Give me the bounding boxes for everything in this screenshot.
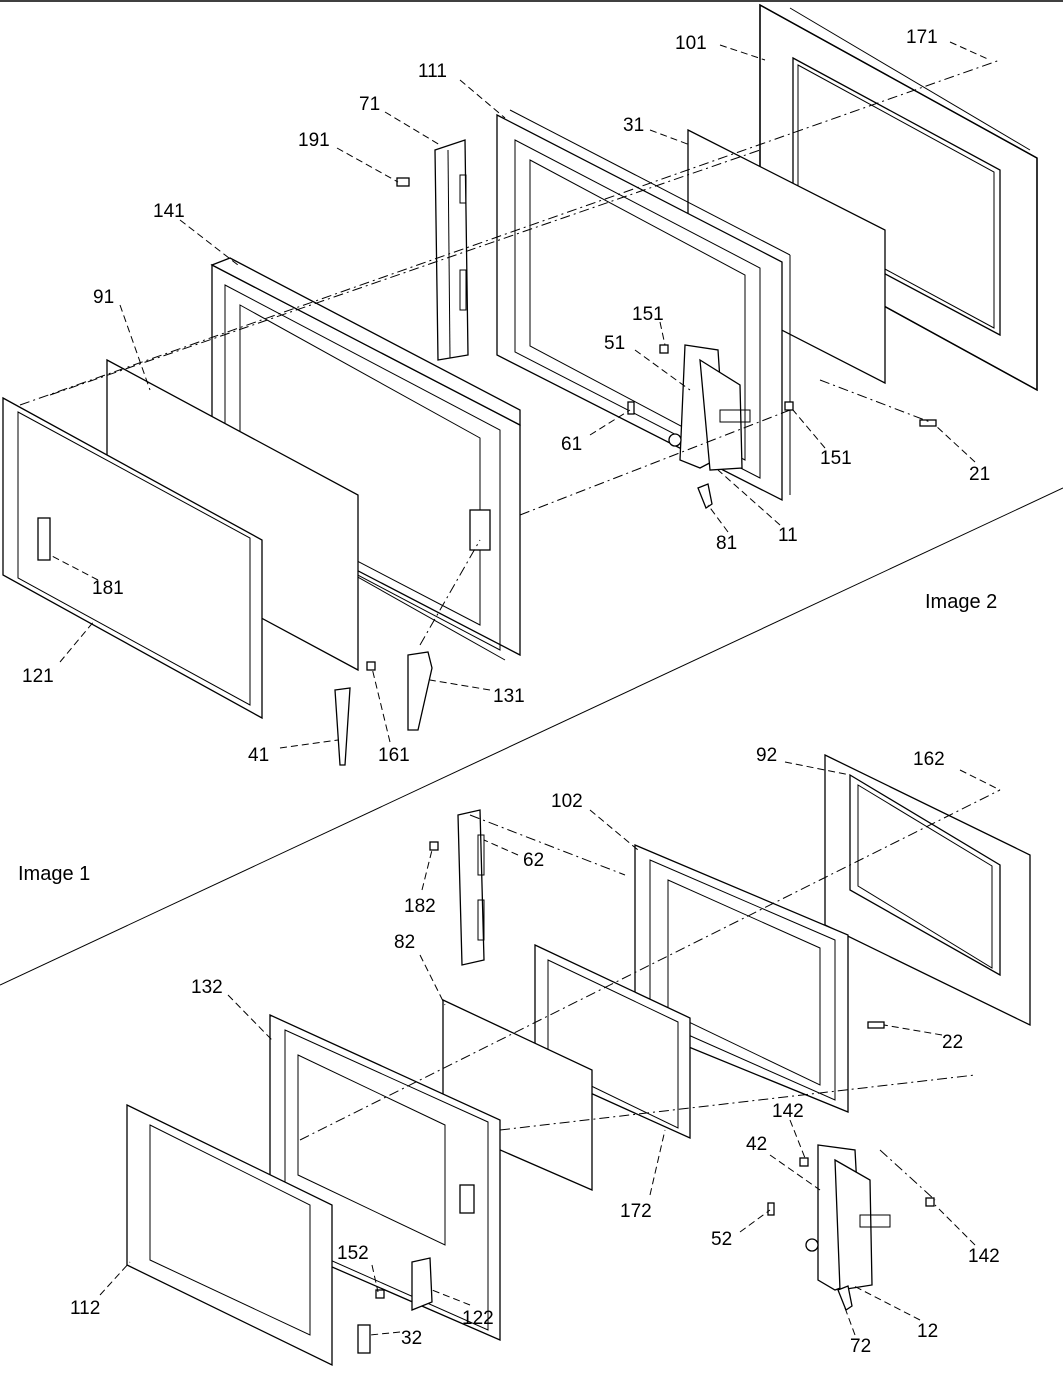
callout-labels: 101 171 111 71 191 31 141 91 151 51 61 1… <box>18 27 1000 1357</box>
part-12-latch-assembly <box>767 1021 935 1311</box>
callout-142-lower: 142 <box>968 1246 1000 1267</box>
callout-102: 102 <box>551 791 583 812</box>
callout-41: 41 <box>248 745 269 766</box>
callout-172: 172 <box>620 1201 652 1222</box>
part-131-bracket <box>407 651 433 731</box>
callout-152: 152 <box>337 1243 369 1264</box>
part-151-screw-b <box>784 401 794 411</box>
callout-141: 141 <box>153 201 185 222</box>
callout-112: 112 <box>70 1298 100 1319</box>
callout-61: 61 <box>561 434 582 455</box>
part-32-shim <box>357 1324 371 1354</box>
part-52-pin <box>767 1202 775 1216</box>
callout-leaders <box>49 41 1001 1336</box>
callout-171: 171 <box>906 27 938 48</box>
callout-32: 32 <box>401 1328 422 1349</box>
part-22-pin <box>867 1021 885 1029</box>
callout-51: 51 <box>604 333 625 354</box>
part-142-screw-a <box>799 1157 809 1167</box>
callout-142-upper: 142 <box>772 1101 804 1122</box>
part-181-clip <box>37 517 51 561</box>
callout-122: 122 <box>462 1308 494 1329</box>
image-separator-line <box>0 487 1063 986</box>
callout-151-upper: 151 <box>632 304 664 325</box>
part-152-screw <box>375 1289 385 1299</box>
part-101-outer-panel <box>759 3 1038 392</box>
callout-191: 191 <box>298 130 330 151</box>
caption-image-2: Image 2 <box>925 591 997 613</box>
callout-91: 91 <box>93 287 114 308</box>
image-1-assembly <box>126 753 1031 1367</box>
callout-131: 131 <box>493 686 525 707</box>
part-141-door-frame <box>210 257 521 661</box>
part-191-screw <box>396 177 410 187</box>
part-182-screw <box>429 841 439 851</box>
callout-132: 132 <box>191 977 223 998</box>
part-61-pin <box>627 401 635 415</box>
callout-92: 92 <box>756 745 777 766</box>
part-21-pin <box>919 419 937 427</box>
callout-111: 111 <box>418 61 447 82</box>
callout-31: 31 <box>623 115 644 136</box>
part-41-shim <box>334 687 351 766</box>
part-81-clip <box>697 483 713 509</box>
caption-image-1: Image 1 <box>18 863 90 885</box>
callout-162: 162 <box>913 749 945 770</box>
callout-181: 181 <box>92 578 124 599</box>
callout-11: 11 <box>778 525 798 546</box>
callout-182: 182 <box>404 896 436 917</box>
part-62-hinge-strip <box>429 809 485 966</box>
part-11-latch-assembly <box>627 344 937 509</box>
callout-52: 52 <box>711 1229 732 1250</box>
callout-62: 62 <box>523 850 544 871</box>
callout-81: 81 <box>716 533 737 554</box>
part-72-clip <box>837 1285 853 1311</box>
part-151-screw-a <box>659 344 669 354</box>
callout-21: 21 <box>969 464 990 485</box>
callout-121: 121 <box>22 666 54 687</box>
part-161-screw <box>366 661 376 671</box>
callout-12: 12 <box>917 1321 938 1342</box>
callout-72: 72 <box>850 1336 871 1357</box>
callout-22: 22 <box>942 1032 963 1053</box>
callout-71: 71 <box>359 94 380 115</box>
part-92-outer-panel <box>824 753 1031 1027</box>
part-82-glass <box>442 998 593 1191</box>
image-2-assembly <box>2 3 1038 766</box>
part-112-front-panel <box>126 1103 333 1367</box>
callout-42: 42 <box>746 1134 767 1155</box>
callout-101: 101 <box>675 33 707 54</box>
part-142-screw-b <box>925 1197 935 1207</box>
callout-161: 161 <box>378 745 410 766</box>
part-172-glass-frame <box>534 943 691 1140</box>
callout-151-lower: 151 <box>820 448 852 469</box>
part-71-hinge-strip <box>434 139 469 361</box>
part-121-front-frame <box>2 396 263 720</box>
part-122-bracket <box>411 1257 433 1311</box>
callout-82: 82 <box>394 932 415 953</box>
